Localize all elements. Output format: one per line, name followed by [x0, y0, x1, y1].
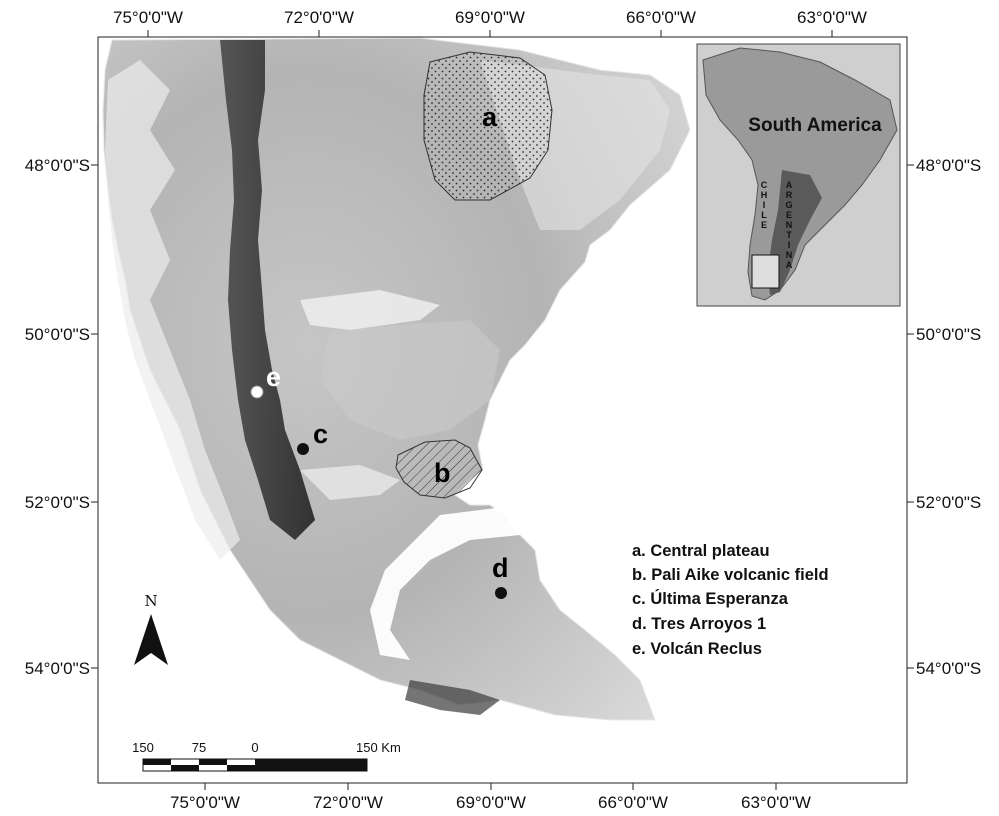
site-marker-d [495, 587, 507, 599]
legend-item-d: d. Tres Arroyos 1 [632, 615, 766, 633]
inset-title: South America [748, 115, 882, 136]
lon-label-bottom-5: 63°0'0"W [741, 793, 811, 812]
inset-arg-4: E [786, 210, 792, 220]
lat-label-right-2: 50°0'0"S [916, 325, 981, 344]
lon-ticks-top [147, 30, 833, 37]
lon-label-bottom-3: 69°0'0"W [456, 793, 526, 812]
legend-item-a: a. Central plateau [632, 542, 770, 560]
scale-label-75: 75 [192, 740, 206, 755]
inset-chile-l: L [761, 210, 767, 220]
lon-ticks-bottom [204, 783, 777, 790]
site-marker-c [297, 443, 309, 455]
site-label-e: e [266, 362, 281, 392]
lon-label-top-2: 72°0'0"W [284, 8, 354, 27]
inset-arg-2: R [786, 190, 793, 200]
inset-study-area [751, 254, 780, 289]
lon-label-top-4: 66°0'0"W [626, 8, 696, 27]
inset-chile-c: C [761, 180, 768, 190]
site-marker-e [250, 385, 264, 399]
north-arrow-icon: N [134, 592, 168, 665]
scale-bar: 150 75 0 150 Km [132, 740, 401, 772]
lat-label-left-4: 54°0'0"S [25, 659, 90, 678]
inset-arg-3: G [785, 200, 792, 210]
inset-map: South America C H I L E A R G E N T I N … [696, 43, 901, 307]
inset-chile-h: H [761, 190, 768, 200]
site-label-d: d [492, 553, 509, 583]
inset-arg-6: T [786, 230, 792, 240]
site-label-c: c [313, 419, 328, 449]
inset-chile-i: I [763, 200, 766, 210]
landmass [102, 37, 691, 721]
lat-label-right-4: 54°0'0"S [916, 659, 981, 678]
lat-label-left-3: 52°0'0"S [25, 493, 90, 512]
lon-label-bottom-2: 72°0'0"W [313, 793, 383, 812]
lon-label-bottom-1: 75°0'0"W [170, 793, 240, 812]
inset-chile-e: E [761, 220, 767, 230]
lat-label-left-2: 50°0'0"S [25, 325, 90, 344]
inset-arg-9: A [786, 260, 793, 270]
area-central-plateau [423, 51, 553, 201]
inset-argentina [768, 170, 822, 295]
inset-arg-7: I [788, 240, 791, 250]
legend-item-e: e. Volcán Reclus [632, 640, 762, 658]
legend-item-c: c. Última Esperanza [632, 589, 789, 608]
scale-label-150: 150 [132, 740, 154, 755]
lon-label-top-5: 63°0'0"W [797, 8, 867, 27]
legend-item-b: b. Pali Aike volcanic field [632, 566, 829, 584]
inset-arg-1: A [786, 180, 793, 190]
site-label-a: a [482, 102, 498, 132]
legend: a. Central plateau b. Pali Aike volcanic… [632, 542, 829, 658]
lat-ticks-left [91, 164, 98, 669]
lon-label-top-3: 69°0'0"W [455, 8, 525, 27]
lat-ticks-right [907, 164, 914, 669]
scale-label-0: 0 [251, 740, 258, 755]
inset-arg-8: N [786, 250, 793, 260]
area-pali-aike [395, 439, 483, 499]
lon-label-top-1: 75°0'0"W [113, 8, 183, 27]
north-arrow-label: N [144, 592, 157, 610]
site-label-b: b [434, 458, 451, 488]
lon-label-bottom-4: 66°0'0"W [598, 793, 668, 812]
inset-arg-5: N [786, 220, 793, 230]
lat-label-right-3: 52°0'0"S [916, 493, 981, 512]
lat-label-left-1: 48°0'0"S [25, 156, 90, 175]
lat-label-right-1: 48°0'0"S [916, 156, 981, 175]
scale-label-150km: 150 Km [356, 740, 401, 755]
